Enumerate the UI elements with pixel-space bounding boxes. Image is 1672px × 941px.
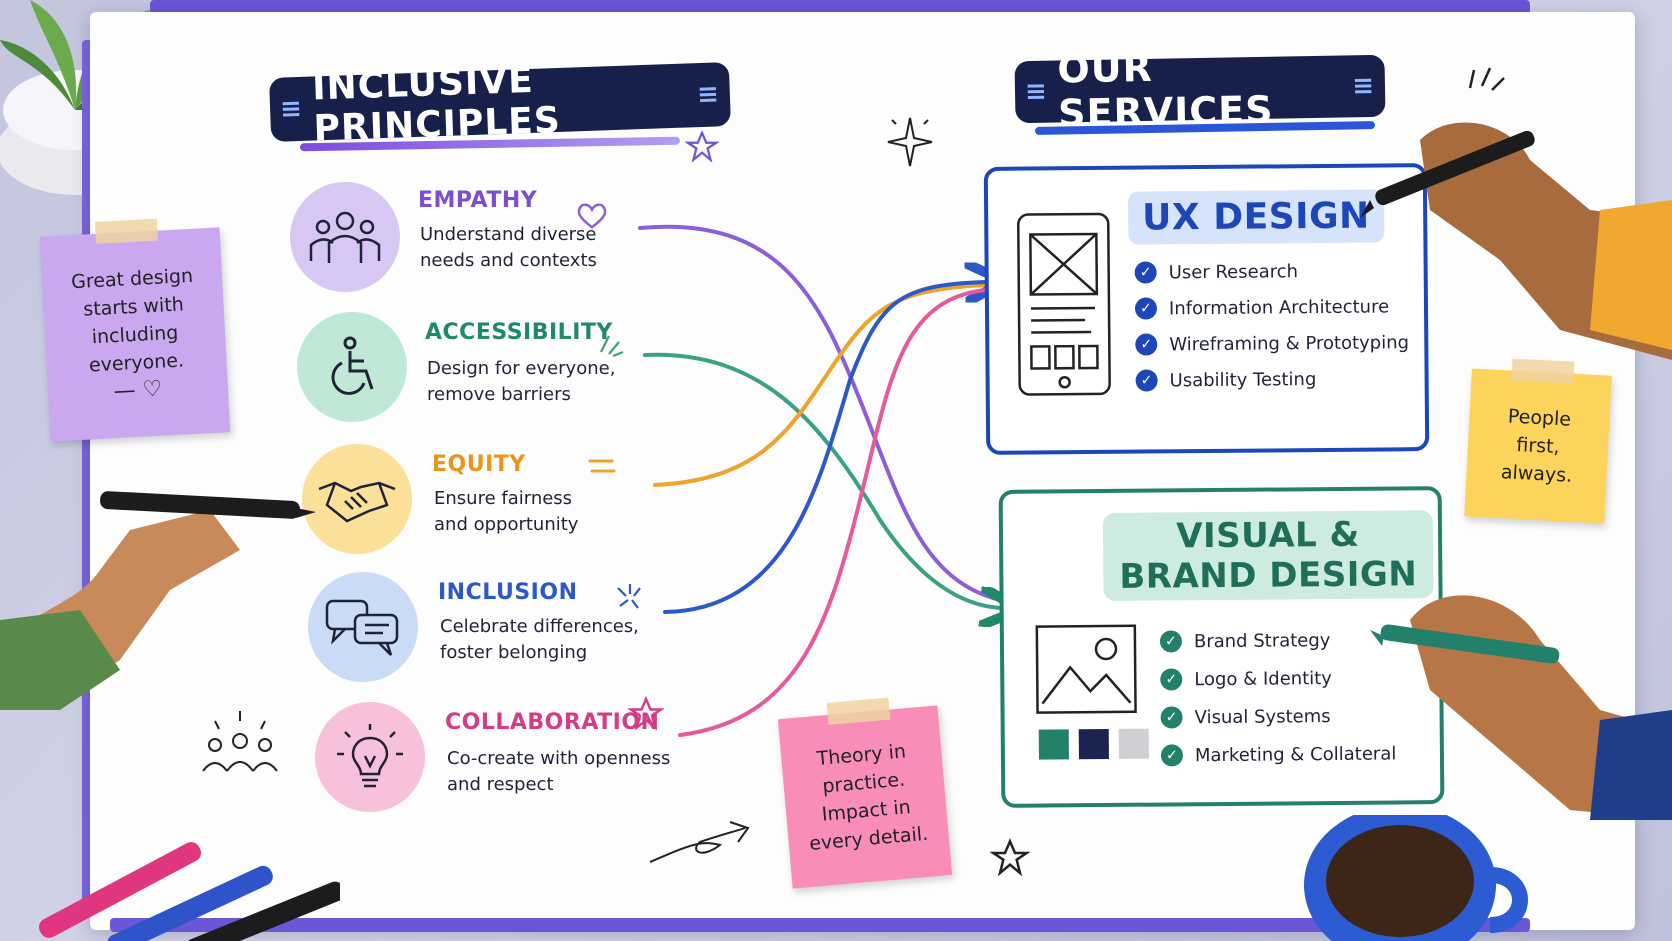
accessibility-desc-line1: Design for everyone, (427, 358, 616, 379)
inclusion-title: INCLUSION (438, 580, 578, 605)
check-icon: ✓ (1160, 668, 1183, 691)
inclusion-line (663, 282, 985, 614)
chat-bubbles-icon (325, 599, 399, 656)
tape-decoration (826, 697, 891, 725)
visual-item-3-label: Visual Systems (1194, 705, 1331, 728)
check-icon: ✓ (1160, 706, 1183, 729)
empathy-circle (290, 182, 400, 292)
left-hand-with-marker (0, 491, 316, 710)
star-icon (990, 838, 1030, 877)
star-icon (628, 696, 664, 731)
equity-title: EQUITY (432, 452, 526, 477)
wheelchair-icon (331, 336, 374, 395)
ux-item-4: ✓ Usability Testing (1135, 368, 1317, 392)
visual-item-4-label: Marketing & Collateral (1194, 742, 1397, 766)
accessibility-circle (297, 312, 407, 422)
collaboration-desc-line1: Co-create with openness (447, 748, 671, 769)
equity-desc-line2: and opportunity (434, 514, 579, 535)
right-bottom-hand-with-marker (1370, 595, 1672, 820)
visual-item-2-label: Logo & Identity (1194, 667, 1333, 690)
image-placeholder-icon (1035, 624, 1137, 714)
markers-decoration (39, 842, 340, 941)
equals-icon (588, 459, 616, 473)
accessibility-title: ACCESSIBILITY (425, 320, 613, 345)
swatch-navy (1078, 728, 1109, 760)
check-icon: ✓ (1134, 261, 1157, 284)
visual-title-line1: VISUAL & (1176, 514, 1360, 557)
visual-item-2: ✓ Logo & Identity (1160, 667, 1333, 691)
inclusion-desc-line1: Celebrate differences, (440, 616, 639, 637)
empathy-line (638, 224, 1002, 602)
ux-item-1: ✓ User Research (1134, 260, 1299, 284)
phone-wireframe-icon (1017, 212, 1111, 396)
handshake-icon (318, 481, 396, 523)
visual-item-4: ✓ Marketing & Collateral (1160, 742, 1397, 767)
yellow-note-line1: People (1507, 405, 1572, 431)
visual-item-3: ✓ Visual Systems (1160, 705, 1331, 729)
star-icon (685, 130, 719, 163)
empathy-desc-line2: needs and contexts (420, 250, 597, 271)
collaboration-circle (315, 702, 425, 812)
tape-decoration (1511, 358, 1575, 384)
ux-item-1-label: User Research (1168, 260, 1299, 283)
board-left-edge (82, 40, 92, 910)
sticky-note-pink: Theory in practice. Impact in every deta… (777, 697, 953, 889)
collaboration-line (678, 288, 987, 737)
check-icon: ✓ (1159, 630, 1183, 653)
visual-item-1-label: Brand Strategy (1193, 629, 1331, 652)
board-bottom-edge (110, 918, 1530, 932)
people-group-icon (309, 211, 381, 263)
heart-icon (577, 203, 607, 229)
collaboration-title: COLLABORATION (445, 710, 660, 735)
inclusion-desc-line2: foster belonging (440, 642, 588, 663)
sticky-note-purple: Great design starts with including every… (39, 218, 231, 442)
swatch-green (1038, 729, 1069, 760)
coffee-mug-decoration (1304, 815, 1528, 941)
arrow-doodle (649, 827, 746, 863)
collaboration-desc-line2: and respect (447, 774, 554, 795)
right-top-hand-with-marker (1360, 122, 1672, 360)
yellow-note-line3: always. (1500, 461, 1573, 487)
visual-brand-card: VISUAL & BRAND DESIGN ✓Brand Strategy ✓L… (998, 486, 1445, 808)
color-swatches (1038, 728, 1149, 760)
equity-line (653, 283, 987, 487)
sticky-note-yellow: People first, always. (1464, 358, 1612, 524)
marks-decoration (1468, 67, 1505, 91)
swatch-gray (1118, 728, 1149, 759)
lightbulb-icon (337, 724, 403, 788)
equity-desc-line1: Ensure fairness (434, 488, 573, 509)
sparkle-icon (887, 117, 933, 167)
purple-note-line4: everyone. (88, 348, 185, 376)
yellow-note-line2: first, (1515, 433, 1561, 459)
burst-icon (617, 584, 641, 609)
people-doodle-icon (202, 711, 278, 772)
ux-design-title: UX DESIGN (1127, 189, 1384, 245)
accessibility-line (643, 352, 1000, 608)
heart-icon: — ♡ (112, 376, 163, 404)
empathy-desc-line1: Understand diverse (420, 224, 597, 245)
equity-circle (302, 444, 412, 554)
tape-decoration (95, 218, 159, 244)
accessibility-desc-line2: remove barriers (427, 384, 571, 405)
empathy-title: EMPATHY (418, 188, 538, 213)
ux-item-2-label: Information Architecture (1168, 295, 1390, 319)
check-icon: ✓ (1160, 744, 1184, 767)
ux-item-2: ✓ Information Architecture (1134, 295, 1390, 320)
check-icon: ✓ (1135, 369, 1158, 392)
inclusion-circle (308, 572, 418, 682)
check-icon: ✓ (1135, 333, 1158, 356)
ux-item-4-label: Usability Testing (1169, 368, 1317, 391)
marks-decoration (600, 335, 624, 358)
visual-item-1: ✓ Brand Strategy (1159, 629, 1331, 653)
ux-design-card: UX DESIGN ✓ User Research ✓ Information Ar… (983, 163, 1430, 455)
check-icon: ✓ (1134, 297, 1158, 320)
